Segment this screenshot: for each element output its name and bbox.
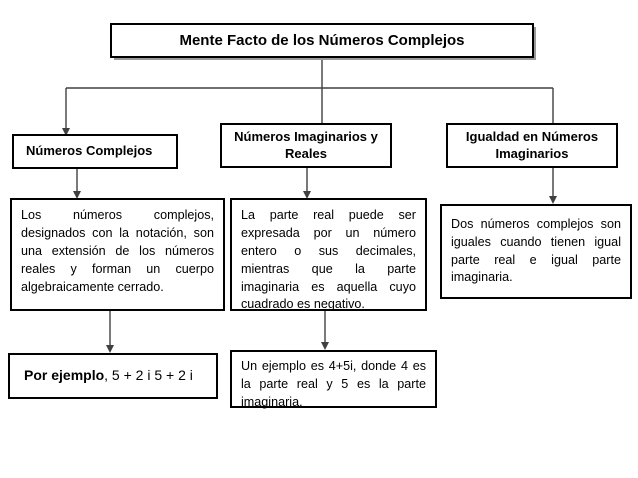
connector-branch2-header-to-body: [290, 167, 330, 201]
branch-3-header-text: Igualdad en Números Imaginarios: [465, 128, 599, 161]
branch-2-example-box: Un ejemplo es 4+5i, donde 4 es la parte …: [230, 350, 437, 409]
branch-2-header-text: Números Imaginarios y Reales: [234, 128, 378, 161]
connector-branch2-body-to-example: [308, 310, 348, 353]
branch-1-header-box: Números Complejos: [12, 134, 178, 169]
branch-3-header-box: Igualdad en Números Imaginarios: [446, 123, 618, 168]
branch-2-body-box: La parte real puede ser expresada por un…: [230, 198, 427, 311]
branch-1-example-label: Por ejemplo: [24, 367, 105, 384]
connector-branch3-header-to-body: [536, 167, 576, 207]
branch-2-body-text: La parte real puede ser expresada por un…: [241, 208, 416, 312]
branch-3-body-box: Dos números complejos son iguales cuando…: [440, 204, 632, 299]
branch-2-example-text: Un ejemplo es 4+5i, donde 4 es la parte …: [241, 359, 426, 409]
branch-1-example-value: , 5 + 2 i 5 + 2 i: [104, 367, 193, 384]
branch-1-body-box: Los números complejos, designados con la…: [10, 198, 225, 311]
branch-3-body-text: Dos números complejos son iguales cuando…: [451, 216, 621, 285]
connector-branch1-header-to-body: [60, 167, 100, 201]
diagram-title-box: Mente Facto de los Números Complejos: [110, 23, 534, 58]
diagram-title-text: Mente Facto de los Números Complejos: [179, 31, 465, 49]
branch-1-example-text: Por ejemplo, 5 + 2 i 5 + 2 i: [10, 367, 216, 385]
branch-1-body-text: Los números complejos, designados con la…: [21, 208, 214, 294]
branch-1-example-box: Por ejemplo, 5 + 2 i 5 + 2 i: [8, 353, 218, 399]
branch-1-header-text: Números Complejos: [26, 143, 153, 159]
connector-branch1-body-to-example: [93, 310, 133, 356]
branch-2-header-box: Números Imaginarios y Reales: [220, 123, 392, 168]
